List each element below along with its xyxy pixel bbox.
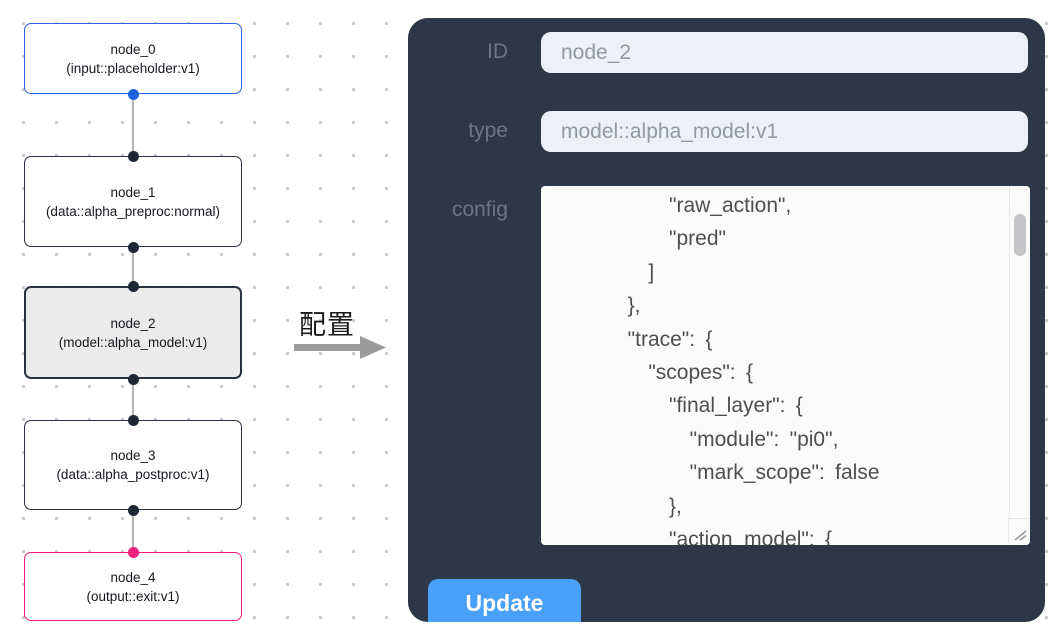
port-node1-out[interactable] <box>128 241 139 253</box>
node-id-label: node_1 <box>110 184 156 200</box>
configure-label: 配置 <box>299 310 355 340</box>
config-textarea[interactable]: "raw_action", "pred" ] }, "trace": { "sc… <box>541 186 1030 545</box>
node-id-label: node_3 <box>110 448 156 463</box>
resize-grip-icon <box>1014 530 1027 541</box>
update-button[interactable]: Update <box>428 579 581 622</box>
graph-node-4[interactable]: node_4 (output::exit:v1) <box>24 552 242 621</box>
edge-node2-node3 <box>132 379 134 420</box>
node-type-label: (data::alpha_preproc:normal) <box>45 203 221 219</box>
port-node3-in[interactable] <box>128 414 139 426</box>
node-type-label: (input::placeholder:v1) <box>66 60 200 76</box>
port-node2-in[interactable] <box>128 280 139 292</box>
node-type-label: (output::exit:v1) <box>86 588 180 604</box>
type-field-label: type <box>468 119 508 142</box>
edge-node1-node2 <box>132 247 134 286</box>
id-field-label: ID <box>487 40 508 63</box>
port-node2-out[interactable] <box>128 373 139 385</box>
graph-node-3[interactable]: node_3 (data::alpha_postproc:v1) <box>24 420 242 510</box>
node-type-label: (model::alpha_model:v1) <box>58 334 208 350</box>
node-type-label: (data::alpha_postproc:v1) <box>56 467 210 482</box>
port-node0-out[interactable] <box>128 88 139 100</box>
node-id-label: node_0 <box>110 41 156 57</box>
type-input[interactable] <box>541 111 1028 152</box>
config-field-label: config <box>451 198 508 221</box>
right-arrow-icon <box>294 336 386 359</box>
node-id-label: node_2 <box>110 315 156 331</box>
textarea-resize-corner[interactable] <box>1008 518 1030 545</box>
port-node4-in[interactable] <box>128 546 139 558</box>
edge-node3-node4 <box>132 510 134 552</box>
config-scrollbar-track[interactable] <box>1009 186 1030 517</box>
graph-node-2-selected[interactable]: node_2 (model::alpha_model:v1) <box>24 286 242 379</box>
node-config-panel: ID type config "raw_action", "pred" ] },… <box>408 18 1045 622</box>
config-json-text: "raw_action", "pred" ] }, "trace": { "sc… <box>627 194 880 545</box>
edge-node0-node1 <box>132 94 134 156</box>
id-input[interactable] <box>541 32 1028 73</box>
graph-node-0[interactable]: node_0 (input::placeholder:v1) <box>24 23 242 94</box>
port-node3-out[interactable] <box>128 504 139 516</box>
port-node1-in[interactable] <box>128 150 139 162</box>
graph-node-1[interactable]: node_1 (data::alpha_preproc:normal) <box>24 156 242 247</box>
config-scrollbar-thumb[interactable] <box>1014 214 1026 256</box>
node-id-label: node_4 <box>110 569 156 585</box>
